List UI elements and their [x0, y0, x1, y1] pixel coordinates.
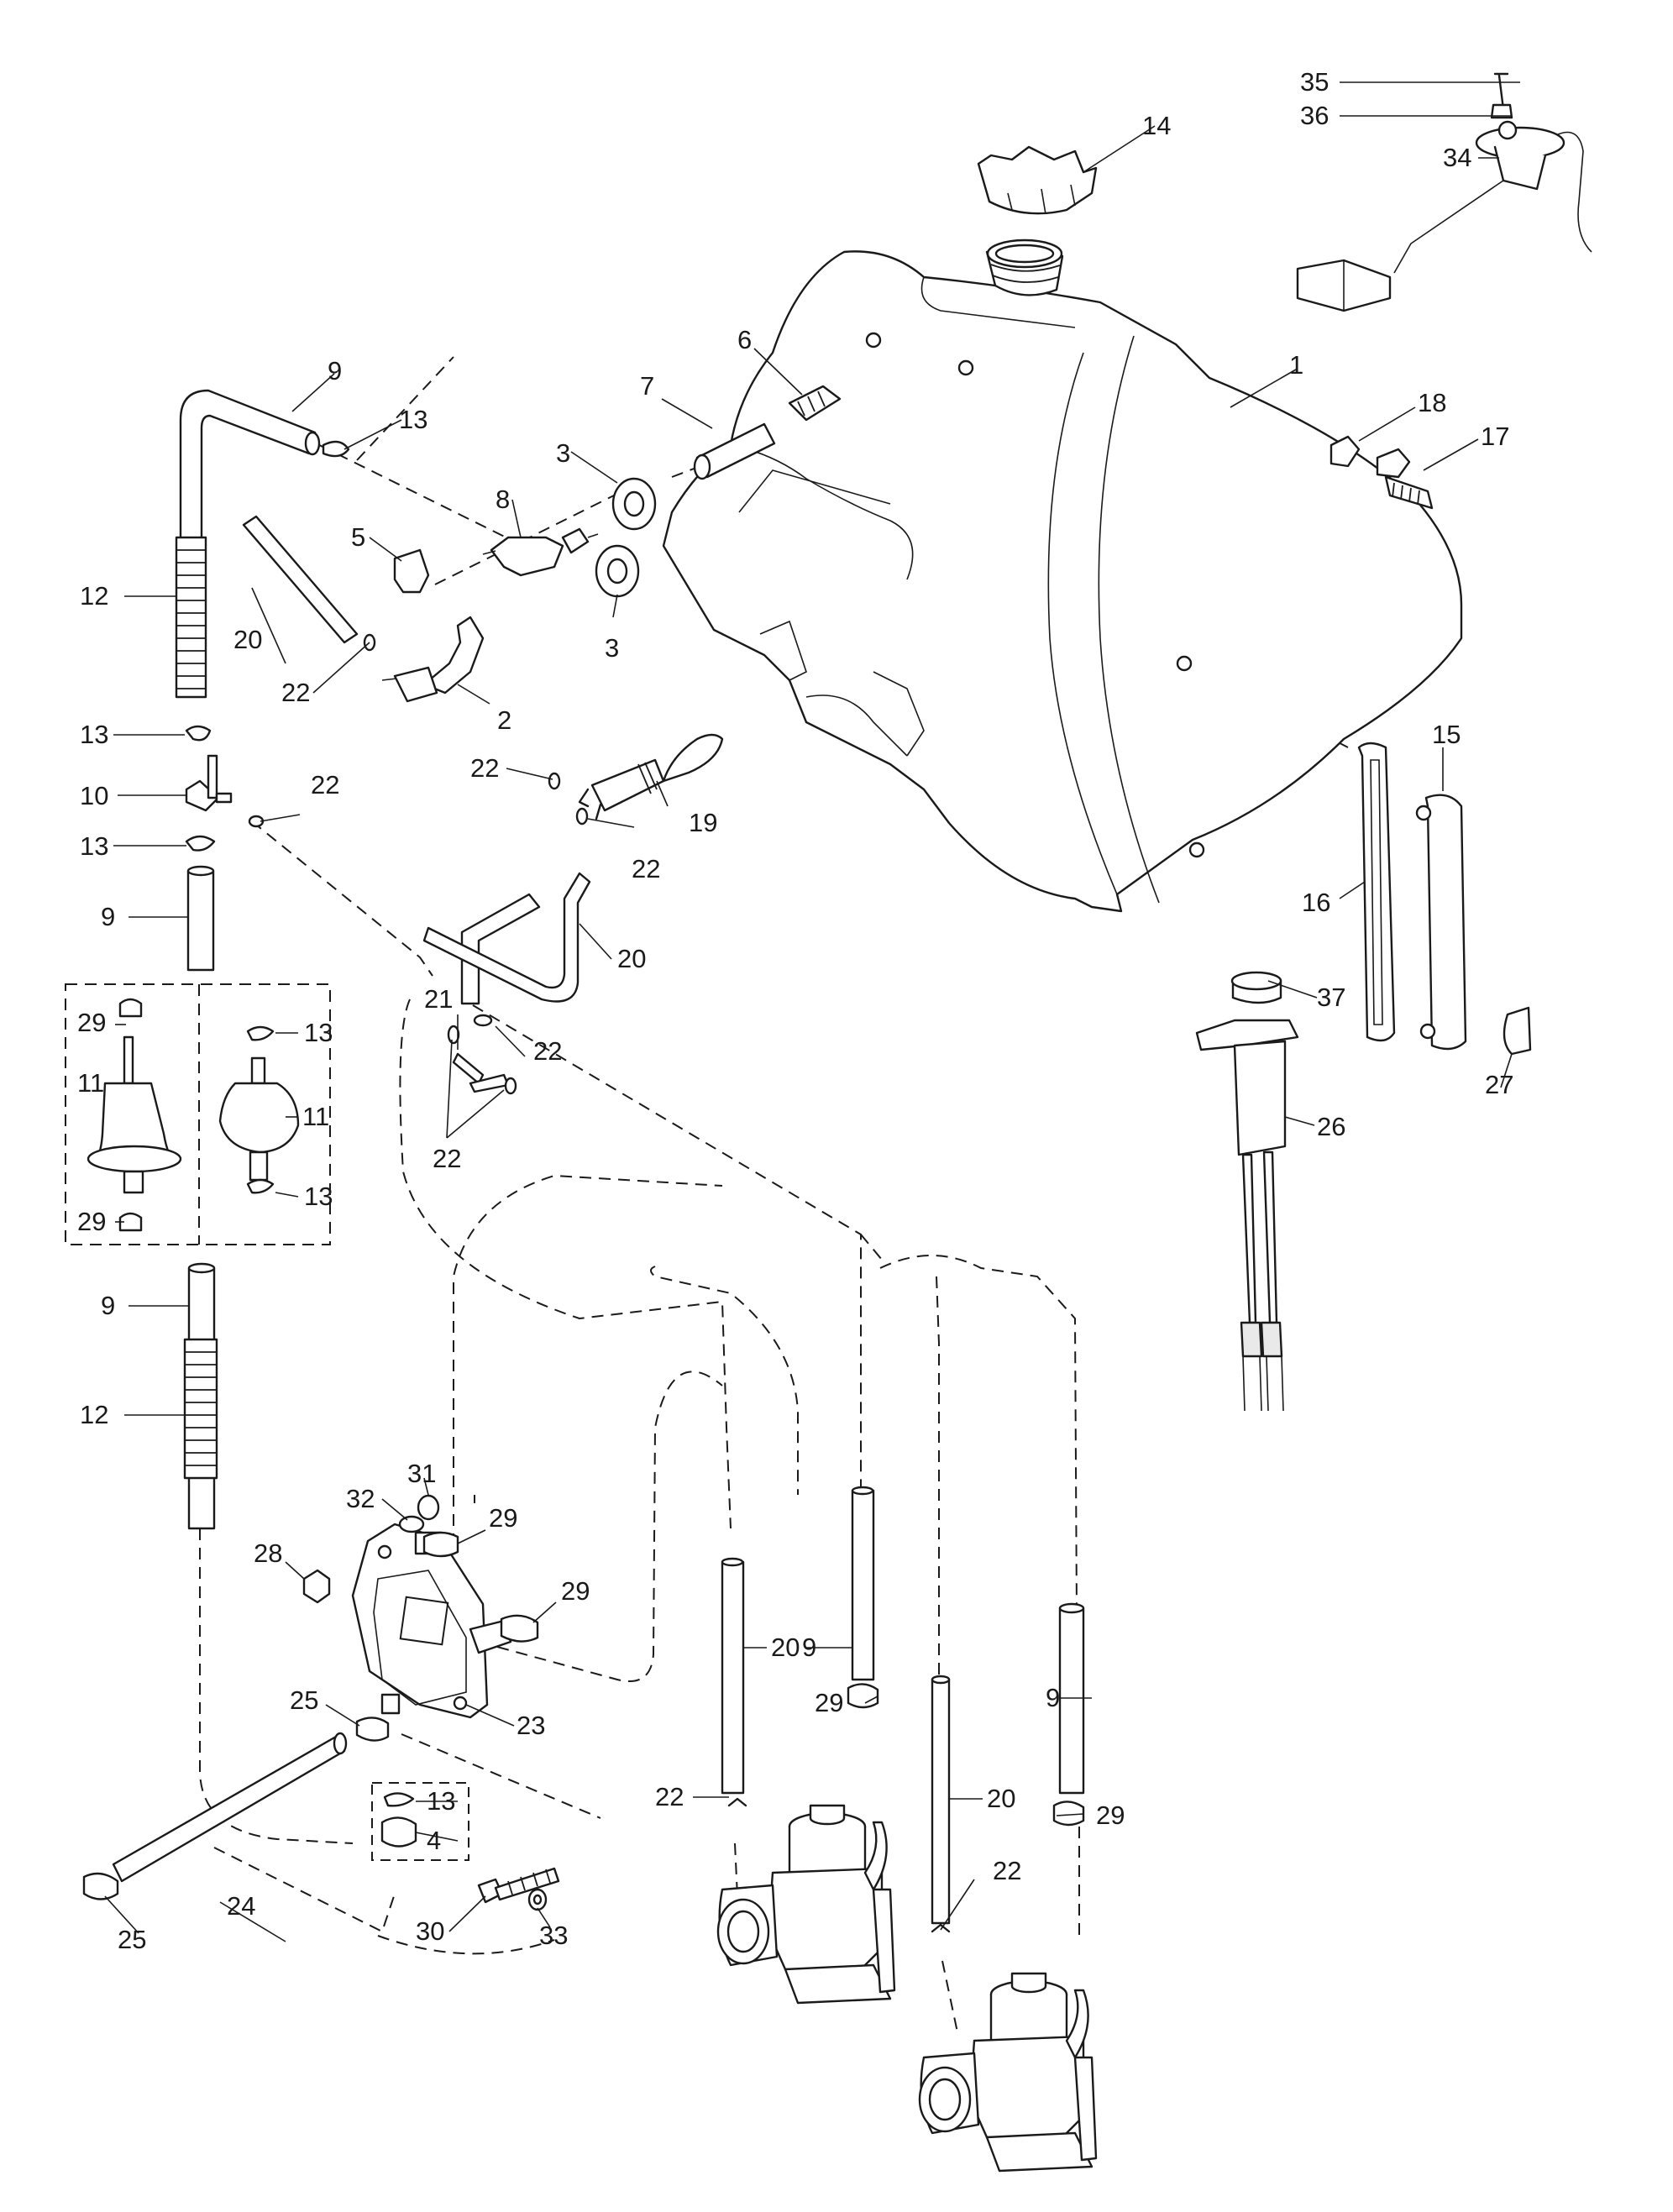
- upper-diagonal-hose: [242, 515, 359, 644]
- callout-11b: 11: [302, 1102, 329, 1131]
- middle-bent-hose: [422, 872, 591, 1005]
- callout-13c: 13: [80, 831, 108, 861]
- callout-33: 33: [539, 1921, 568, 1950]
- carburetor-right: [918, 1972, 1098, 2173]
- callout-13b: 13: [80, 720, 108, 749]
- callout-22c: 22: [470, 753, 499, 783]
- fuel-filter-box: [65, 983, 331, 1245]
- callout-37: 37: [1317, 983, 1345, 1012]
- callout-17: 17: [1481, 422, 1509, 451]
- upper-left-fuel-hose: [175, 389, 350, 699]
- t-fitting: [185, 725, 233, 852]
- callout-9a: 9: [328, 356, 342, 385]
- callout-13d: 13: [304, 1018, 333, 1047]
- callout-10: 10: [80, 781, 108, 810]
- fuel-cap: [977, 145, 1098, 215]
- hose-clip: [393, 548, 430, 594]
- sight-gauge: [1357, 742, 1532, 1056]
- callout-9e: 9: [1046, 1683, 1060, 1712]
- callout-13a: 13: [399, 405, 427, 434]
- callout-36: 36: [1300, 101, 1329, 130]
- callout-22h: 22: [993, 1856, 1021, 1885]
- callout-14: 14: [1142, 111, 1171, 140]
- lower-hose: [82, 1732, 348, 1900]
- callout-9c: 9: [101, 1291, 115, 1320]
- callout-29d: 29: [561, 1576, 590, 1606]
- callout-21: 21: [424, 984, 453, 1014]
- callout-3b: 3: [605, 633, 619, 663]
- callout-5: 5: [351, 522, 365, 552]
- callout-26: 26: [1317, 1112, 1345, 1141]
- callout-15: 15: [1432, 720, 1461, 749]
- lower-left-fuel-hose: [183, 1262, 218, 1530]
- fuel-tank: [662, 238, 1463, 913]
- callout-29a: 29: [77, 1008, 106, 1037]
- callout-35: 35: [1300, 67, 1329, 97]
- callout-28: 28: [254, 1538, 282, 1568]
- leader-lines: [104, 81, 1520, 1942]
- grommets: [595, 477, 657, 598]
- callout-9b: 9: [101, 902, 115, 931]
- callout-19: 19: [689, 808, 717, 837]
- callout-18: 18: [1418, 388, 1446, 417]
- fuel-level-sender: [1296, 72, 1592, 312]
- bolt-and-nut: [1329, 435, 1434, 510]
- callout-31: 31: [407, 1459, 436, 1488]
- callout-12b: 12: [80, 1400, 108, 1429]
- part-callouts: 14 1 35 36 34 18 17 15 16 37 26 27 6 7 3…: [77, 67, 1513, 1954]
- callout-9d: 9: [802, 1633, 816, 1662]
- callout-8: 8: [496, 485, 510, 514]
- callout-16: 16: [1302, 888, 1330, 917]
- callout-12a: 12: [80, 581, 108, 611]
- callout-1: 1: [1289, 350, 1303, 380]
- callout-22d: 22: [632, 854, 660, 883]
- callout-4: 4: [427, 1826, 441, 1855]
- callout-7: 7: [640, 371, 654, 401]
- callout-22e: 22: [533, 1036, 562, 1066]
- callout-29f: 29: [1096, 1801, 1125, 1830]
- callout-24: 24: [227, 1891, 255, 1921]
- primer-pump: [578, 733, 724, 820]
- carburetor-left: [716, 1804, 896, 2005]
- callout-20c: 20: [771, 1633, 800, 1662]
- callout-32: 32: [346, 1484, 375, 1513]
- callout-25b: 25: [118, 1925, 146, 1954]
- callout-22b: 22: [311, 770, 339, 799]
- fuel-valve: [1195, 971, 1299, 1412]
- callout-6: 6: [737, 325, 752, 354]
- callout-29e: 29: [815, 1688, 843, 1717]
- callout-25a: 25: [290, 1685, 318, 1715]
- clamp-box: [371, 1782, 469, 1861]
- callout-20d: 20: [987, 1784, 1015, 1813]
- callout-27: 27: [1485, 1070, 1513, 1099]
- pump-hardware: [302, 1494, 539, 1742]
- callout-30: 30: [416, 1916, 444, 1946]
- callout-22f: 22: [433, 1144, 461, 1173]
- callout-23: 23: [517, 1711, 545, 1740]
- callout-2: 2: [497, 705, 511, 735]
- callout-11a: 11: [77, 1068, 104, 1098]
- callout-3a: 3: [556, 438, 570, 468]
- short-hose: [186, 865, 215, 972]
- callout-34: 34: [1443, 143, 1471, 172]
- carb-feed-hoses: [721, 1486, 1085, 1933]
- callout-29b: 29: [77, 1207, 106, 1236]
- callout-29c: 29: [489, 1503, 517, 1533]
- callout-20b: 20: [617, 944, 646, 973]
- pump-bolt: [477, 1867, 560, 1911]
- vent-tube: [693, 385, 842, 480]
- elbow-fitting: [381, 616, 485, 703]
- callout-22a: 22: [281, 678, 310, 707]
- check-valve-fitting: [482, 527, 599, 577]
- callout-13e: 13: [304, 1182, 333, 1211]
- callout-22g: 22: [655, 1782, 684, 1811]
- callout-13f: 13: [427, 1786, 455, 1816]
- callout-20a: 20: [233, 625, 262, 654]
